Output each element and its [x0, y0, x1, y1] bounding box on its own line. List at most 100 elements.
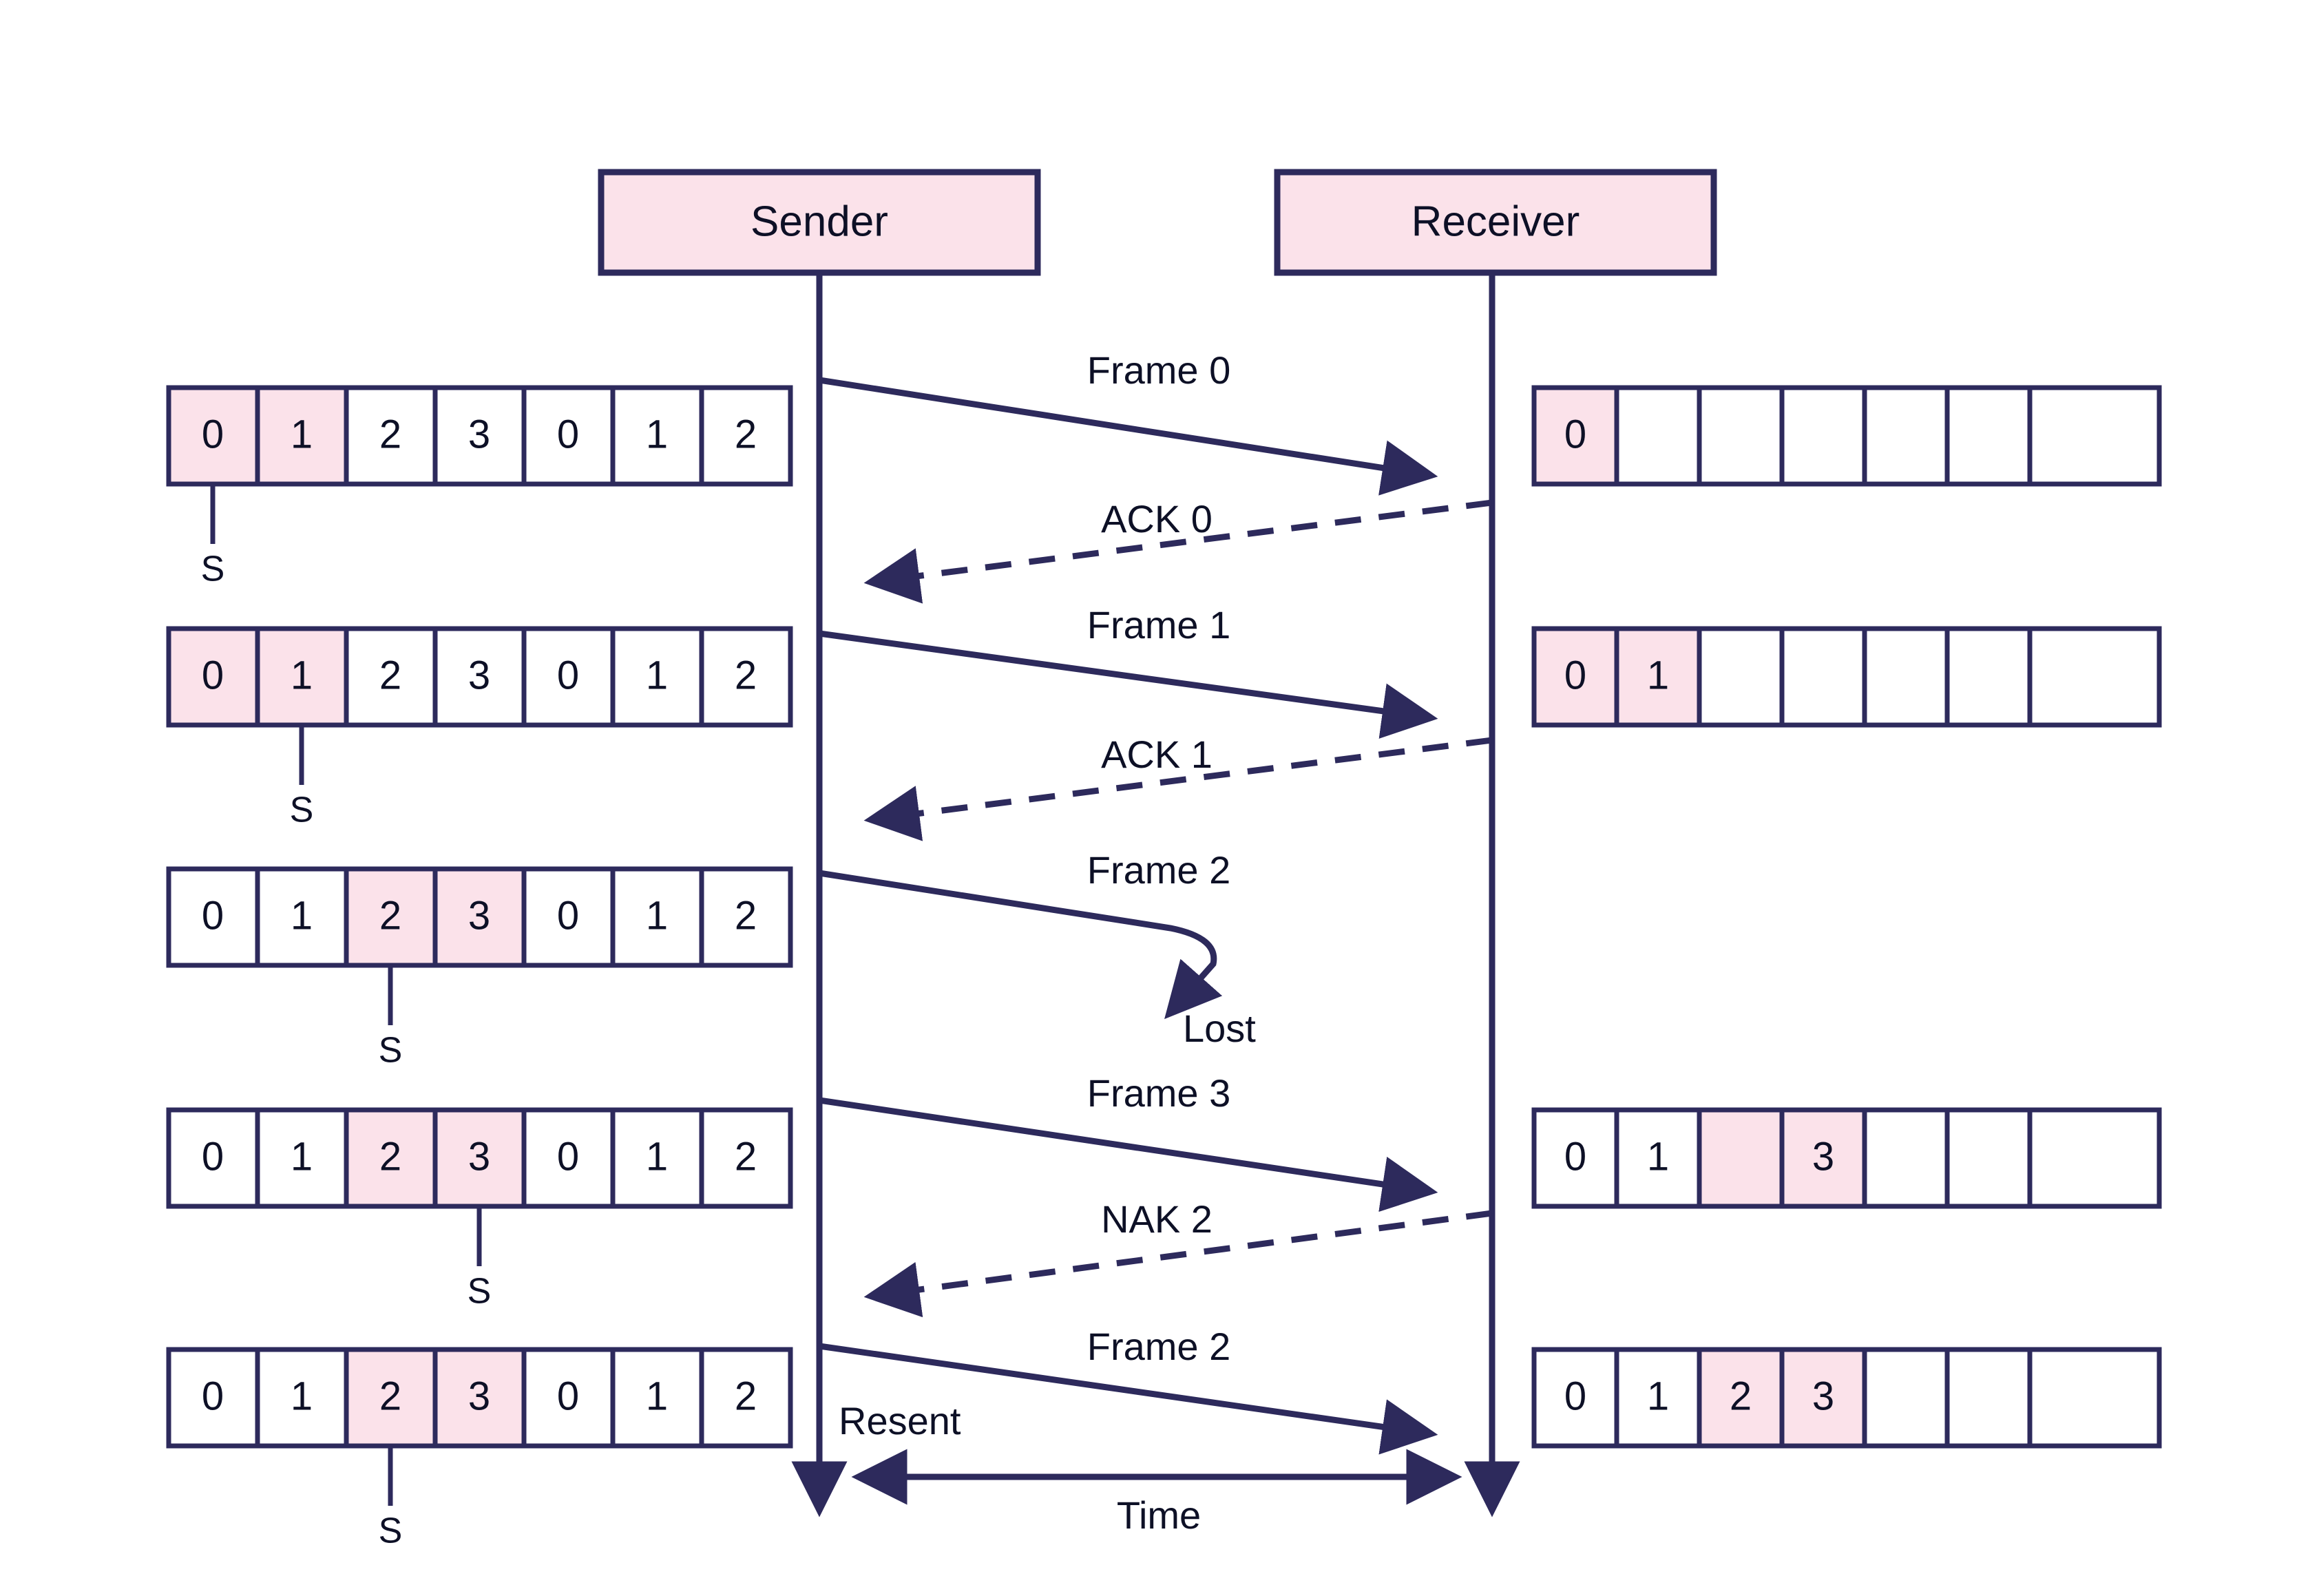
- resent-label: Resent: [839, 1399, 961, 1442]
- cell[interactable]: [1779, 1107, 1867, 1209]
- cell-value: 1: [291, 1134, 313, 1179]
- window-pointer-label: S: [379, 1031, 403, 1071]
- cell-value: 1: [1647, 1374, 1669, 1418]
- cell[interactable]: [1862, 385, 1950, 487]
- message-frame-2-resent[interactable]: Frame 2 Resent: [819, 1325, 1438, 1455]
- cell[interactable]: [699, 866, 793, 968]
- receiver-buffer-row[interactable]: 0: [1531, 385, 2162, 487]
- receiver-buffer-row[interactable]: 0 1: [1531, 626, 2162, 728]
- sender-window-row[interactable]: 0 1 2 3 0 1 2 S: [166, 385, 793, 589]
- sender-window-row[interactable]: 0 1 2 3 0 1 2 S: [166, 1107, 793, 1312]
- frame-3-label: Frame 3: [1087, 1071, 1231, 1115]
- cell[interactable]: [1697, 1107, 1785, 1209]
- node-receiver[interactable]: Receiver: [1274, 169, 1717, 276]
- cell[interactable]: [255, 1347, 349, 1449]
- window-pointer-label: S: [379, 1511, 403, 1551]
- cell[interactable]: [610, 1107, 704, 1209]
- cell[interactable]: [1697, 385, 1785, 487]
- cell[interactable]: [521, 1347, 616, 1449]
- cell[interactable]: [1862, 1347, 1950, 1449]
- cell[interactable]: [255, 866, 349, 968]
- cell[interactable]: [432, 385, 527, 487]
- cell[interactable]: [1531, 1347, 1619, 1449]
- sender-window-row[interactable]: 0 1 2 3 0 1 2 S: [166, 1347, 793, 1551]
- ack-0-label: ACK 0: [1101, 497, 1213, 540]
- cell[interactable]: [432, 626, 527, 728]
- cell-value: 1: [291, 893, 313, 938]
- cell[interactable]: [1944, 385, 2033, 487]
- cell[interactable]: [166, 1107, 260, 1209]
- cell-value: 2: [735, 1134, 757, 1179]
- cell-value: 1: [1647, 1134, 1669, 1179]
- nak-2-arrow: [863, 1210, 1493, 1318]
- sender-box[interactable]: [598, 169, 1041, 276]
- cell[interactable]: [1614, 1107, 1702, 1209]
- cell[interactable]: [2027, 626, 2162, 728]
- frame-3-arrow: [819, 1097, 1438, 1212]
- receiver-buffer-row[interactable]: 0 1 2 3: [1531, 1347, 2162, 1449]
- message-frame-0[interactable]: Frame 0: [819, 348, 1438, 496]
- cell[interactable]: [699, 1107, 793, 1209]
- cell-value: 2: [735, 412, 757, 456]
- cell-value: 1: [291, 412, 313, 456]
- message-ack-1[interactable]: ACK 1: [863, 733, 1493, 841]
- cell-value: 0: [1564, 1374, 1586, 1418]
- cell[interactable]: [2027, 1107, 2162, 1209]
- cell[interactable]: [699, 1347, 793, 1449]
- ack-1-label: ACK 1: [1101, 733, 1213, 776]
- message-frame-3[interactable]: Frame 3: [819, 1071, 1438, 1212]
- cell[interactable]: [610, 385, 704, 487]
- cell[interactable]: [1779, 385, 1867, 487]
- cell-value: 3: [468, 412, 490, 456]
- ack-1-arrow: [863, 737, 1493, 841]
- message-frame-2-lost[interactable]: Frame 2 Lost: [819, 848, 1256, 1050]
- message-frame-1[interactable]: Frame 1: [819, 603, 1438, 739]
- cell[interactable]: [699, 626, 793, 728]
- cell[interactable]: [166, 626, 260, 728]
- cell[interactable]: [1531, 385, 1619, 487]
- window-pointer-label: S: [201, 549, 225, 589]
- cell[interactable]: [166, 866, 260, 968]
- receiver-buffer-row[interactable]: 0 1 3: [1531, 1107, 2162, 1209]
- cell[interactable]: [1779, 626, 1867, 728]
- node-sender[interactable]: Sender: [598, 169, 1041, 276]
- frame-2-resent-arrow: [819, 1343, 1438, 1455]
- cell[interactable]: [1862, 1107, 1950, 1209]
- cell[interactable]: [166, 1347, 260, 1449]
- cell[interactable]: [344, 1107, 438, 1209]
- cell[interactable]: [699, 385, 793, 487]
- cell[interactable]: [432, 866, 527, 968]
- cell-value: 3: [468, 653, 490, 697]
- cell[interactable]: [1779, 1347, 1867, 1449]
- time-axis: Time: [851, 1449, 1462, 1537]
- sender-window-row[interactable]: 0 1 2 3 0 1 2 S: [166, 866, 793, 1071]
- cell[interactable]: [2027, 1347, 2162, 1449]
- message-nak-2[interactable]: NAK 2: [863, 1197, 1493, 1318]
- cell[interactable]: [255, 626, 349, 728]
- cell[interactable]: [521, 385, 616, 487]
- cell[interactable]: [1862, 626, 1950, 728]
- cell[interactable]: [1697, 626, 1785, 728]
- cell[interactable]: [1614, 1347, 1702, 1449]
- cell[interactable]: [1531, 626, 1619, 728]
- receiver-box[interactable]: [1274, 169, 1717, 276]
- cell[interactable]: [2027, 385, 2162, 487]
- cell[interactable]: [344, 1347, 438, 1449]
- cell-value: 3: [468, 1374, 490, 1418]
- sender-window-row[interactable]: 0 1 2 3 0 1 2 S: [166, 626, 793, 830]
- cell[interactable]: [1614, 385, 1702, 487]
- cell[interactable]: [610, 1347, 704, 1449]
- cell[interactable]: [1944, 1347, 2033, 1449]
- cell[interactable]: [432, 1107, 527, 1209]
- cell-value: 0: [202, 1374, 224, 1418]
- message-ack-0[interactable]: ACK 0: [863, 497, 1493, 604]
- window-pointer-label: S: [468, 1272, 492, 1312]
- cell[interactable]: [1944, 626, 2033, 728]
- cell-value: 1: [646, 1134, 668, 1179]
- frame-0-arrow: [819, 377, 1438, 496]
- cell-value: 1: [291, 1374, 313, 1418]
- cell[interactable]: [1697, 1347, 1785, 1449]
- cell[interactable]: [1944, 1107, 2033, 1209]
- ack-0-arrow: [863, 499, 1493, 604]
